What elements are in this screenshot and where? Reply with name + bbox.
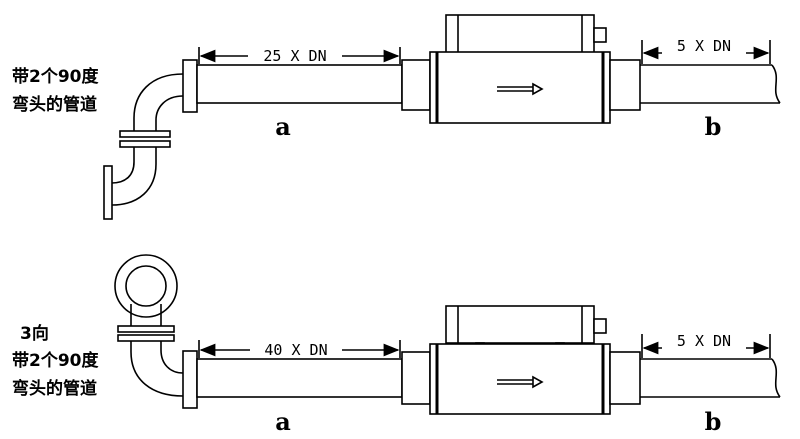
pipe-label-line: 弯头的管道 [12, 94, 97, 115]
upstream-dimension: 40 X DN [198, 340, 401, 359]
pipe-label-2: 3向 带2个90度 弯头的管道 [12, 323, 99, 399]
downstream-dimension: 5 X DN [641, 332, 771, 358]
downstream-dimension: 5 X DN [641, 37, 771, 64]
flow-direction-arrow [497, 375, 544, 389]
section-a-label: a [275, 112, 291, 141]
flow-meter [429, 305, 611, 415]
section-b-label: b [705, 112, 722, 141]
section-a-label: a [275, 407, 291, 436]
pipe-label-1: 带2个90度 弯头的管道 [12, 66, 99, 115]
downstream-length-text: 5 X DN [677, 332, 731, 350]
inlet-flange [182, 350, 198, 409]
pipe-label-line: 带2个90度 [12, 350, 99, 371]
diagram-1: 带2个90度 弯头的管道 [12, 14, 781, 220]
pipe-label-line: 带2个90度 [12, 66, 99, 87]
three-way-elbow-pipe [114, 254, 184, 397]
reducer-in [401, 351, 431, 405]
upstream-pipe [196, 358, 403, 398]
inlet-flange [182, 59, 198, 113]
reducer-out [609, 59, 641, 111]
downstream-length-text: 5 X DN [677, 37, 731, 55]
pipe-label-line: 3向 [20, 323, 49, 344]
upstream-length-text: 25 X DN [263, 47, 326, 65]
flow-meter [429, 14, 611, 124]
upstream-dimension: 25 X DN [198, 47, 401, 65]
reducer-out [609, 351, 641, 405]
diagram-2: 3向 带2个90度 弯头的管道 [12, 254, 781, 436]
section-b-label: b [705, 407, 722, 436]
meter-connector [593, 27, 607, 43]
double-elbow-pipe [103, 73, 184, 220]
upstream-pipe [196, 64, 403, 104]
reducer-in [401, 59, 431, 111]
flow-direction-arrow [497, 82, 544, 96]
downstream-pipe [640, 64, 781, 104]
upstream-length-text: 40 X DN [264, 341, 327, 359]
meter-connector [593, 318, 607, 334]
pipe-label-line: 弯头的管道 [12, 378, 97, 399]
downstream-pipe [640, 358, 781, 398]
